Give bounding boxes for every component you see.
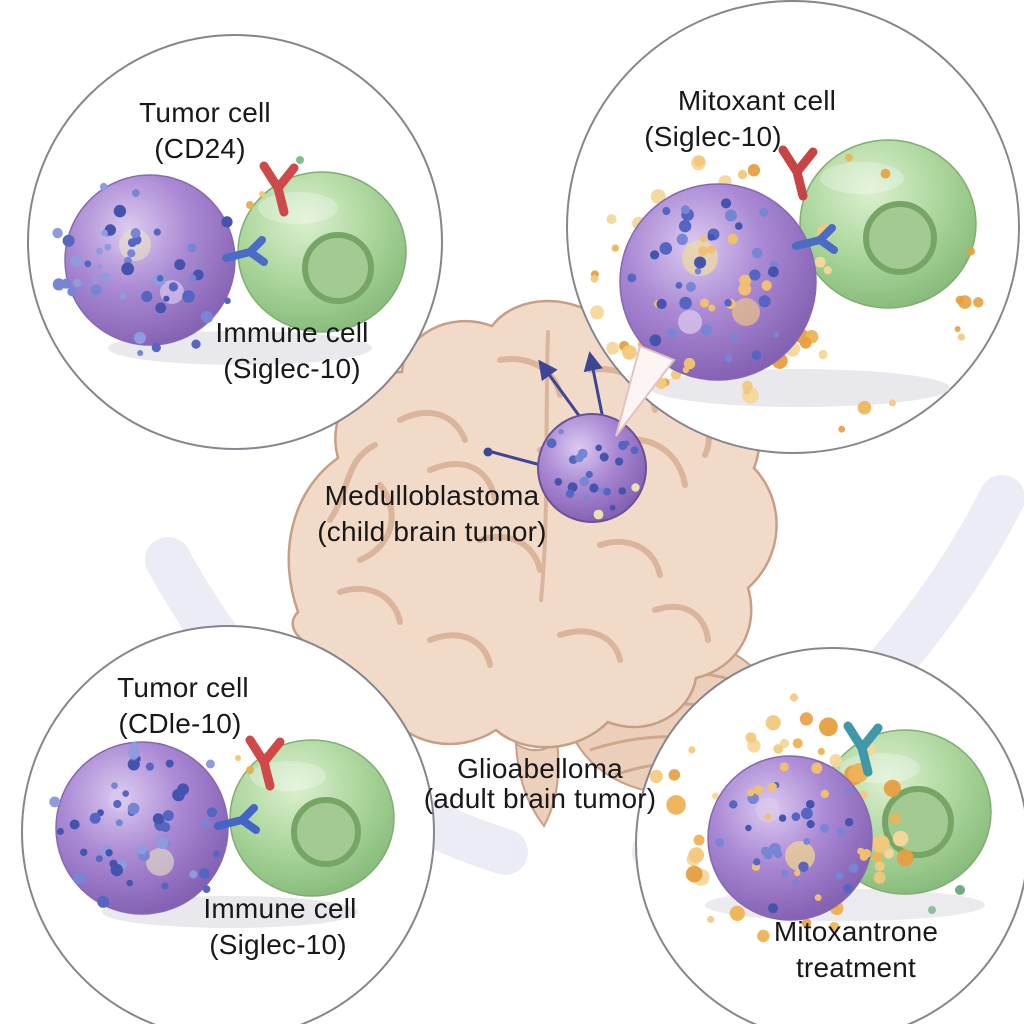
cell-patch (146, 848, 174, 876)
cell-patch (732, 298, 760, 326)
immune-cell-nucleus (863, 201, 937, 275)
blue-connector-icon (222, 236, 268, 266)
tumor-cell-sublabel: (CDle-10) (118, 708, 241, 739)
treatment-halo (590, 155, 833, 404)
red-receptor-icon (778, 145, 818, 201)
teal-receptor-icon (843, 721, 883, 777)
immune-cell-label: Immune cell (215, 317, 368, 348)
tumor-cell-label: Tumor cell (117, 672, 249, 703)
brain-tumor-mass (483, 351, 647, 523)
cell-patch (756, 798, 780, 822)
immune-cell-sublabel: (Siglec-10) (209, 929, 347, 960)
tumor-cell-illustration (707, 755, 873, 921)
blue-connector-icon (214, 804, 260, 834)
panel-top-left: Tumor cell (CD24) Immune cell (Siglec-10… (27, 34, 443, 450)
immune-cell-nucleus (302, 232, 374, 304)
tumor-cell-dots (715, 762, 872, 914)
brain-labels: Medulloblastoma (child brain tumor) Glio… (317, 480, 656, 814)
background-specks (743, 153, 984, 433)
arrow-endpoint-dot (483, 447, 493, 457)
tumor-cell-sublabel: (CD24) (154, 133, 245, 164)
brainstem (514, 740, 560, 828)
mitoxant-cell-sublabel: (Siglec-10) (644, 121, 782, 152)
tumor-cell-illustration (55, 741, 229, 915)
speck (296, 156, 304, 164)
tumor-cell-dots (49, 741, 220, 908)
treatment-label: Mitoxantrone (774, 916, 938, 947)
mitoxant-cell-label: Mitoxant cell (678, 85, 836, 116)
tumor-cell-dots (52, 182, 233, 356)
cell-highlight (820, 162, 904, 194)
tumor-cell-illustration (64, 174, 236, 346)
speck (259, 191, 265, 197)
cell-highlight (258, 192, 338, 224)
speck (235, 755, 241, 761)
speck (246, 766, 254, 774)
tumor-cell-label: Tumor cell (139, 97, 271, 128)
immune-cell-sublabel: (Siglec-10) (223, 353, 361, 384)
medulloblastoma-label: Medulloblastoma (325, 480, 540, 511)
panel-bottom-right: Mitoxantrone treatment (635, 647, 1024, 1024)
panel-bottom-left: Tumor cell (CDle-10) Immune cell (Siglec… (21, 625, 435, 1024)
treatment-sublabel: treatment (796, 952, 916, 983)
medulloblastoma-sublabel: (child brain tumor) (317, 516, 546, 547)
red-receptor-icon (259, 161, 299, 217)
speck (928, 906, 936, 914)
background-specks (649, 693, 886, 932)
pointer-needle (615, 344, 676, 437)
brain-tumor-speckles (546, 429, 640, 520)
cell-patch (678, 310, 702, 334)
tumor-cell-dots (627, 198, 780, 374)
immune-cell-label: Immune cell (203, 893, 356, 924)
speck (246, 201, 254, 209)
glioblastoma-sublabel: (adult brain tumor) (424, 783, 657, 814)
blue-connector-icon (792, 224, 838, 254)
panel-top-right: Mitoxant cell (Siglec-10) (566, 0, 1020, 454)
glioblastoma-label: Glioabelloma (457, 753, 623, 784)
immune-cell-nucleus (291, 797, 361, 867)
speck (955, 885, 965, 895)
treatment-halo (666, 715, 914, 943)
red-receptor-icon (245, 735, 285, 791)
